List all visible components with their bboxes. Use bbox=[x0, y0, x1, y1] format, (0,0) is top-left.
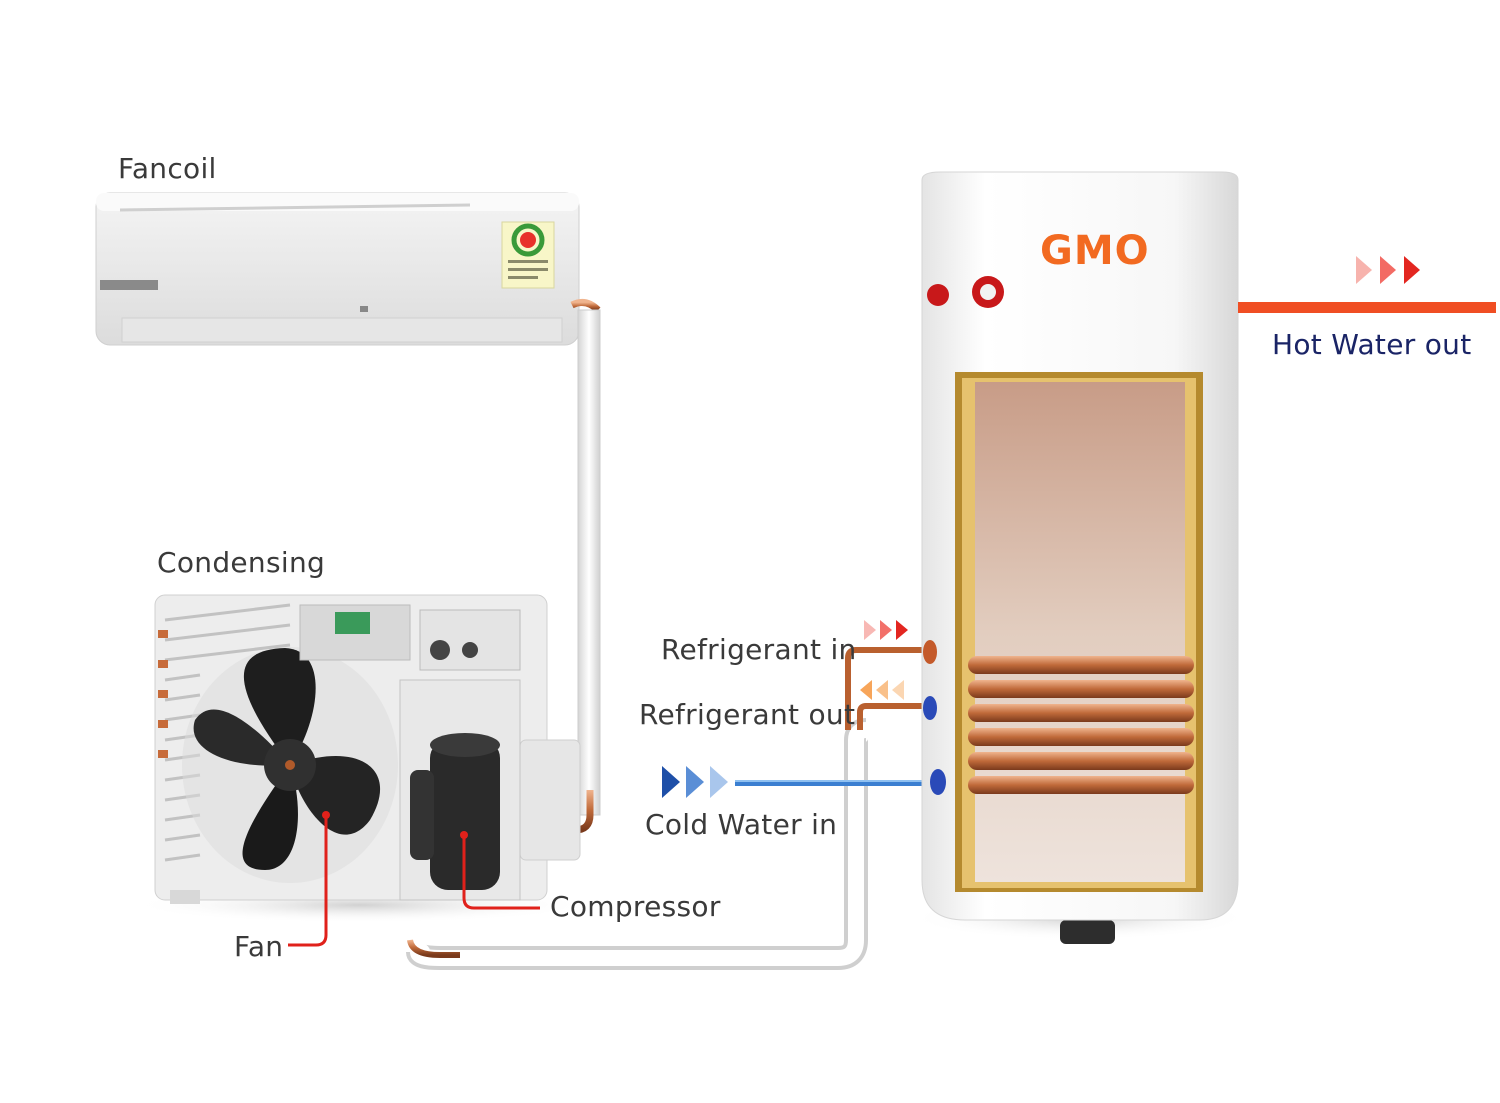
heat-exchanger-coil bbox=[968, 656, 1194, 794]
compressor-callout-line bbox=[462, 835, 540, 910]
cold-water-in-label: Cold Water in bbox=[645, 808, 838, 841]
refrigerant-out-label: Refrigerant out bbox=[639, 698, 856, 731]
fancoil-display-panel bbox=[100, 280, 158, 290]
thermostat-knob-icon bbox=[927, 284, 949, 306]
refrigerant-in-pipe bbox=[845, 647, 928, 730]
cold-flow-icon bbox=[662, 766, 728, 798]
fan-label: Fan bbox=[234, 930, 284, 963]
cold-water-port bbox=[930, 769, 946, 795]
hot-water-tank bbox=[910, 171, 1250, 944]
refrigerant-in-flow-icon bbox=[864, 620, 908, 640]
compressor-label: Compressor bbox=[550, 890, 721, 923]
refrigerant-in-label: Refrigerant in bbox=[661, 633, 857, 666]
fan-icon bbox=[182, 647, 398, 883]
condensing-label: Condensing bbox=[157, 546, 326, 579]
condensing-unit bbox=[130, 594, 590, 960]
refrigerant-pipe bbox=[406, 718, 869, 970]
fan-callout-line bbox=[288, 815, 328, 947]
hot-flow-icon bbox=[1356, 256, 1420, 284]
refrigerant-out-port bbox=[923, 696, 937, 720]
hot-water-out-label: Hot Water out bbox=[1272, 328, 1472, 361]
brand-logo: GMO bbox=[1040, 228, 1150, 274]
fancoil-label: Fancoil bbox=[118, 152, 217, 185]
refrigerant-out-flow-icon bbox=[860, 680, 904, 700]
fancoil-pipe bbox=[577, 309, 601, 816]
energy-label-icon bbox=[501, 221, 555, 289]
refrigerant-in-port bbox=[923, 640, 937, 664]
hot-water-pipe bbox=[1238, 302, 1496, 313]
fancoil-unit bbox=[95, 192, 601, 346]
